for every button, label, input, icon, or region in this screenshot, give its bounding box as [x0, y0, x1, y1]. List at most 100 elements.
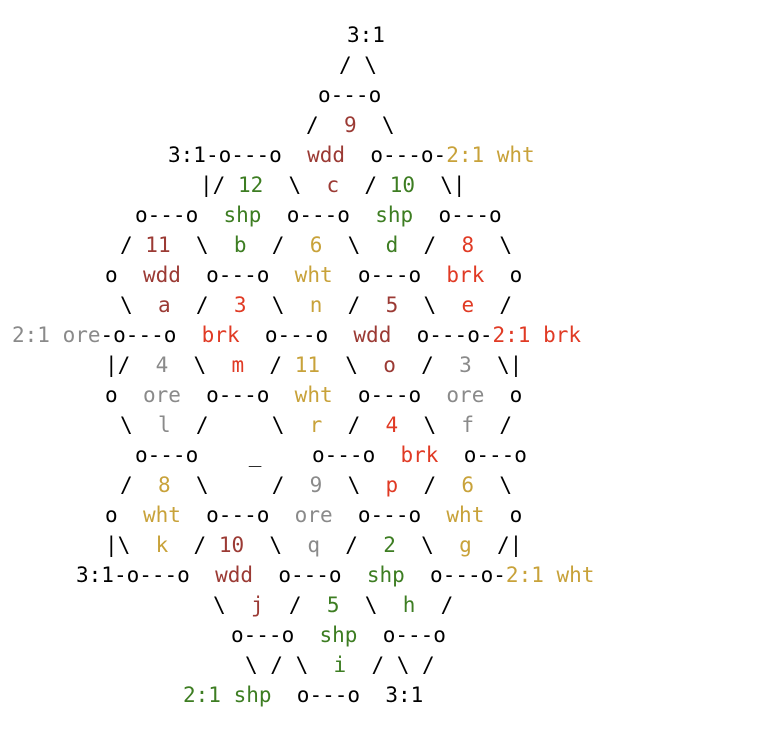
resource-label-wdd: j [250, 593, 264, 617]
resource-label-shp: 5 [326, 593, 340, 617]
board-text: o---o [180, 263, 295, 287]
resource-label-shp: shp [223, 203, 262, 227]
board-text: / [319, 533, 384, 557]
board-line: o wht o---o ore o---o wht o [0, 500, 594, 530]
board-text: |\ [105, 533, 156, 557]
board-line: \ a / 3 \ n / 5 \ e / [0, 290, 594, 320]
board-text: \ [170, 233, 234, 257]
board-line: 2:1 ore-o---o brk o---o wdd o---o-2:1 br… [0, 320, 594, 350]
board-text: 3:1 [76, 563, 114, 587]
resource-label-brk: e [461, 293, 475, 317]
board-text: \ / \ [245, 653, 334, 677]
board-text: o [105, 503, 143, 527]
board-line: / 11 \ b / 6 \ d / 8 \ [0, 230, 594, 260]
resource-label-wht: 2:1 wht [446, 143, 535, 167]
resource-label-shp: b [233, 233, 247, 257]
resource-label-wdd: wdd [215, 563, 254, 587]
board-text: / [415, 593, 454, 617]
resource-label-wdd: 5 [385, 293, 399, 317]
board-text: o---o [413, 203, 502, 227]
resource-label-ore: f [461, 413, 475, 437]
board-text: \ [398, 293, 462, 317]
board-text: / [120, 473, 158, 497]
resource-label-wdd: wdd [353, 323, 392, 347]
resource-label-brk: brk [446, 263, 485, 287]
resource-label-shp: shp [375, 203, 414, 227]
board-text: o---o- [404, 563, 506, 587]
board-text: o [105, 263, 143, 287]
board-text: o [484, 503, 523, 527]
board-line: o---o shp o---o [0, 620, 594, 650]
board-line: o wdd o---o wht o---o brk o [0, 260, 594, 290]
board-text: / [395, 353, 460, 377]
board-text: / [168, 533, 219, 557]
resource-label-ore: q [307, 533, 320, 557]
board-text: / \ [170, 413, 310, 437]
resource-label-wht: g [459, 533, 472, 557]
board-text: / [322, 293, 386, 317]
board-text: o---o [438, 443, 527, 467]
resource-label-wdd: 9 [343, 113, 357, 137]
board-text: o---o [318, 83, 382, 107]
board-text: / [170, 293, 234, 317]
board-text: \ [263, 173, 327, 197]
board-text: o---o [239, 323, 354, 347]
board-text: o---o [261, 203, 376, 227]
board-text: / [263, 593, 327, 617]
board-line: \ / \ i / \ / [0, 650, 594, 680]
board-text: o---o- [345, 143, 447, 167]
board-text: / [398, 473, 462, 497]
resource-label-shp: i [333, 653, 347, 677]
board-text: / [306, 113, 344, 137]
board-text: /| [471, 533, 523, 557]
resource-label-brk: 3 [233, 293, 247, 317]
board-text: \ [244, 533, 308, 557]
board-line: o---o shp o---o shp o---o [0, 200, 594, 230]
resource-label-wdd: 11 [145, 233, 171, 257]
catan-ascii-board: 3:1/ \o---o/ 9 \3:1-o---o wdd o---o-2:1 … [0, 20, 594, 710]
board-text: 3:1 [168, 143, 206, 167]
board-text: / [474, 293, 513, 317]
board-text: 3:1 [385, 683, 424, 707]
resource-label-brk: 2:1 brk [492, 323, 582, 347]
board-text: o---o [135, 203, 224, 227]
resource-label-brk: m [231, 353, 245, 377]
board-text: o---o [180, 503, 295, 527]
board-text: \ [213, 593, 251, 617]
resource-label-ore: 4 [155, 353, 169, 377]
resource-label-shp: 2:1 shp [183, 683, 272, 707]
board-text: / [322, 413, 386, 437]
board-text: -o---o [100, 323, 202, 347]
resource-label-brk: p [385, 473, 399, 497]
board-line: o---o [0, 80, 594, 110]
resource-label-brk: 4 [385, 413, 399, 437]
board-line: o---o _ o---o brk o---o [0, 440, 594, 470]
resource-label-wdd: wdd [142, 263, 181, 287]
board-text: / [339, 173, 390, 197]
resource-label-wdd: 10 [218, 533, 245, 557]
board-text: 3:1 [347, 23, 385, 47]
resource-label-brk: brk [201, 323, 240, 347]
resource-label-wdd: a [157, 293, 171, 317]
board-text: \ [474, 233, 513, 257]
resource-label-wht: k [155, 533, 169, 557]
board-line: \ j / 5 \ h / [0, 590, 594, 620]
board-line: / 9 \ [0, 110, 594, 140]
board-text: \ [474, 473, 513, 497]
board-text: o---o [332, 503, 447, 527]
board-line: \ l / \ r / 4 \ f / [0, 410, 594, 440]
resource-label-shp: h [402, 593, 416, 617]
board-text: o---o _ o---o [135, 443, 401, 467]
resource-label-wht: r [309, 413, 323, 437]
board-text: -o---o [205, 143, 308, 167]
resource-label-shp: 2 [383, 533, 396, 557]
resource-label-shp: 10 [389, 173, 415, 197]
board-text: / [120, 233, 146, 257]
board-text: o---o [180, 383, 295, 407]
board-text: o [105, 383, 143, 407]
board-text: \ [322, 233, 386, 257]
board-text: / \ / [346, 653, 435, 677]
board-text: / [474, 413, 513, 437]
board-text: / [244, 353, 295, 377]
board-line: |\ k / 10 \ q / 2 \ g /| [0, 530, 594, 560]
